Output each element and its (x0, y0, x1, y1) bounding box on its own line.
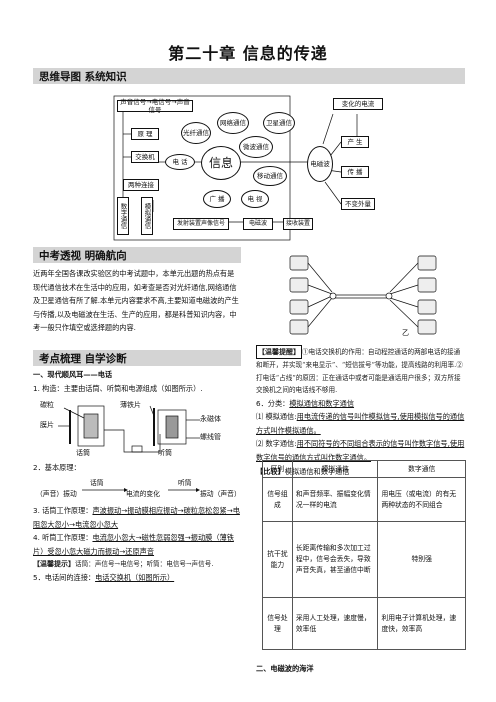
section-exam: 中考透视 明确航向 (33, 247, 241, 263)
table-cell: 信号处理 (262, 597, 293, 650)
mindmap-produce: 产 生 (341, 136, 369, 148)
mindmap-bottom-emit: 发射装置声像信号 (173, 218, 229, 230)
mindmap-network: 网络通信 (217, 112, 249, 134)
table-cell: 用电压（或电流）的有无两种状态的不同组合 (377, 477, 466, 522)
figure-phone-structure: 碳粒 膜片 话筒 薄铁片 永磁体 螺线管 听筒 (40, 400, 240, 458)
table-header-cell: 模拟通信 (291, 460, 379, 478)
item-receiver-label: 4. 听筒工作原理： (33, 533, 93, 543)
flow-sound-in: （声音）振动 (36, 490, 77, 498)
mindmap-diagram: 声音信号→电信号→声音信号 原 理 交换机 两种连接 数字通信 模拟通信 电 话… (113, 94, 389, 242)
left-column-lower: 3. 话筒工作原理：声波振动→振动膜相应振动→碳粒忽松忽紧→电阻忽大忽小→电流忽… (33, 504, 241, 584)
label-iron: 薄铁片 (120, 401, 141, 409)
item-classification-label: 6．分类： (256, 398, 290, 408)
heading-em-ocean: 二、电磁波的海洋 (256, 664, 314, 673)
mindmap-broadcast: 广 播 (203, 190, 231, 208)
tip-exchange: 【温馨提醒】①电话交换机的作用：自动程控通话的两部电话的接通和断开，并实现“来电… (256, 345, 466, 397)
flow-receiver: 听筒 (178, 479, 192, 487)
table-header-row: 区别 模拟通信 数字通信 (262, 460, 466, 478)
item-digital-text: 用不同符号的不同组合表示的信号叫作数字信号,使用数字信号的通信方式叫作数字通信。 (256, 439, 465, 462)
item-classification: 6．分类：模拟通信和数字通信 (256, 397, 466, 411)
tip-phone-label: 【温馨提示】 (33, 560, 75, 569)
mindmap-bottom-wave: 电磁波 (243, 218, 273, 230)
item-analog: ⑴ 模拟通信:用电流传递的信号叫作模拟信号,使用模拟信号的通信方式叫作模拟通信。 (256, 410, 466, 437)
exchange-drawing (289, 255, 437, 335)
item-mic-text: 声波振动→振动膜相应振动→碳粒忽松忽紧→电阻忽大忽小→电流忽小忽大 (33, 506, 240, 529)
item-classification-text: 模拟通信和数字通信 (289, 398, 355, 408)
item-receiver-text: 电流忽小忽大→磁性忽弱忽强→振动膜（薄铁片）受忽小忽大磁力而振动→还原声音 (33, 533, 234, 556)
table-header-cell: 数字通信 (377, 460, 466, 478)
comparison-table-wrap: 区别 模拟通信 数字通信 信号组成 和声音频率、振幅变化情况一样的电流 用电压（… (262, 460, 466, 650)
item-analog-text: 用电流传递的信号叫作模拟信号,使用模拟信号的通信方式叫作模拟通信。 (256, 412, 465, 435)
table-cell: 采用人工处理，速度慢，效率低 (291, 597, 379, 650)
table-cell: 抗干扰能力 (262, 521, 293, 598)
item-analog-label: ⑴ 模拟通信: (256, 412, 297, 422)
table-row: 信号组成 和声音频率、振幅变化情况一样的电流 用电压（或电流）的有无两种状态的不… (262, 477, 466, 522)
table-header-cell: 区别 (262, 460, 293, 478)
item-connection-text: 电话交换机（如图所示） (95, 572, 175, 582)
mindmap-bottom-receive: 接收装置 (283, 218, 313, 230)
item-connection-label: 5．电话间的连接： (33, 572, 96, 582)
tip-exchange-text: ①电话交换机的作用：自动程控通话的两部电话的接通和断开，并实现“来电显示”、“短… (256, 348, 463, 395)
flow-mic: 话筒 (90, 479, 104, 487)
section-review: 考点梳理 自学诊断 (33, 350, 241, 366)
table-cell: 信号组成 (262, 477, 293, 522)
exam-paragraph: 近两年全国各课改实验区的中考试题中，本单元出题的热点有是现代通信技术在生活中的应… (33, 269, 239, 333)
mindmap-speed: 不变外量 (341, 198, 375, 210)
mindmap-top-signal: 声音信号→电信号→声音信号 (117, 98, 193, 114)
phone-structure-drawing (58, 405, 200, 453)
flow-arrows (82, 488, 200, 492)
label-yi: 乙 (402, 329, 409, 337)
mindmap-phone: 电 话 (165, 154, 195, 170)
item-connection: 5．电话间的连接：电话交换机（如图所示） (33, 571, 241, 585)
tip-exchange-label: 【温馨提醒】 (256, 345, 302, 360)
flow-sound-out: 振动（声音） (200, 490, 241, 498)
item-principle: 2．基本原理： (33, 463, 81, 472)
label-coil: 螺线管 (200, 433, 221, 441)
table-cell: 特别强 (377, 521, 466, 598)
label-receiver: 听筒 (158, 449, 172, 457)
chapter-title: 第二十章 信息的传递 (168, 44, 328, 63)
left-column: 一、现代顺风耳——电话 1. 构造：主要由话筒、听筒和电源组成（如图所示）. (33, 368, 241, 395)
mindmap-relay: 微波通信 (239, 136, 273, 158)
mindmap-propagate: 传 播 (341, 166, 369, 178)
item-receiver-principle: 4. 听筒工作原理：电流忽小忽大→磁性忽弱忽强→振动膜（薄铁片）受忽小忽大磁力而… (33, 531, 241, 558)
section-mindmap: 思维导图 系统知识 (33, 68, 465, 84)
table-cell: 利用电子计算机处理，速度快，效率高 (377, 597, 466, 650)
mindmap-satellite: 卫星通信 (263, 112, 295, 134)
heading-phone: 一、现代顺风耳——电话 (33, 370, 113, 379)
mindmap-connection: 两种连接 (123, 179, 159, 191)
mindmap-mobile: 移动通信 (253, 166, 287, 186)
flow-current: 电流的变化 (126, 490, 160, 498)
label-carbon: 碳粒 (40, 401, 54, 409)
item-structure: 1. 构造：主要由话筒、听筒和电源组成（如图所示）. (33, 383, 203, 393)
mindmap-optical: 光纤通信 (181, 122, 211, 144)
mindmap-principle: 原 理 (131, 128, 159, 140)
principle-flow: （声音）振动 话筒 电流的变化 听筒 振动（声音） (36, 477, 242, 503)
mindmap-em-wave: 电磁波 (307, 146, 333, 182)
mindmap-center: 信息 (201, 146, 241, 180)
item-digital-label: ⑵ 数字通信: (256, 439, 297, 449)
mindmap-tv: 电 视 (241, 190, 269, 208)
table-cell: 和声音频率、振幅变化情况一样的电流 (291, 477, 379, 522)
table-row: 信号处理 采用人工处理，速度慢，效率低 利用电子计算机处理，速度快，效率高 (262, 597, 466, 650)
mindmap-digital: 数字通信 (117, 197, 129, 235)
mindmap-exchange: 交换机 (131, 151, 159, 163)
table-cell: 长距离传输和多次加工过程中，信号会丢失，导致声音失真，甚至通信中断 (291, 521, 379, 598)
tip-phone: 【温馨提示】话筒：声信号→电信号；听筒：电信号→声信号. (33, 558, 241, 570)
table-row: 抗干扰能力 长距离传输和多次加工过程中，信号会丢失，导致声音失真，甚至通信中断 … (262, 521, 466, 598)
right-column: 【温馨提醒】①电话交换机的作用：自动程控通话的两部电话的接通和断开，并实现“来电… (256, 345, 466, 478)
mindmap-changing-current: 变化的电流 (333, 98, 383, 110)
figure-exchange: 乙 (262, 252, 462, 340)
item-digital: ⑵ 数字通信:用不同符号的不同组合表示的信号叫作数字信号,使用数字信号的通信方式… (256, 437, 466, 464)
label-magnet: 永磁体 (200, 415, 221, 423)
item-mic-label: 3. 话筒工作原理： (33, 506, 93, 515)
comparison-table: 区别 模拟通信 数字通信 信号组成 和声音频率、振幅变化情况一样的电流 用电压（… (262, 460, 466, 650)
mindmap-analog: 模拟通信 (141, 197, 153, 235)
tip-phone-text: 话筒：声信号→电信号；听筒：电信号→声信号. (75, 560, 214, 569)
item-mic-principle: 3. 话筒工作原理：声波振动→振动膜相应振动→碳粒忽松忽紧→电阻忽大忽小→电流忽… (33, 504, 241, 531)
label-membrane: 膜片 (40, 421, 54, 429)
label-mic: 话筒 (76, 449, 90, 457)
